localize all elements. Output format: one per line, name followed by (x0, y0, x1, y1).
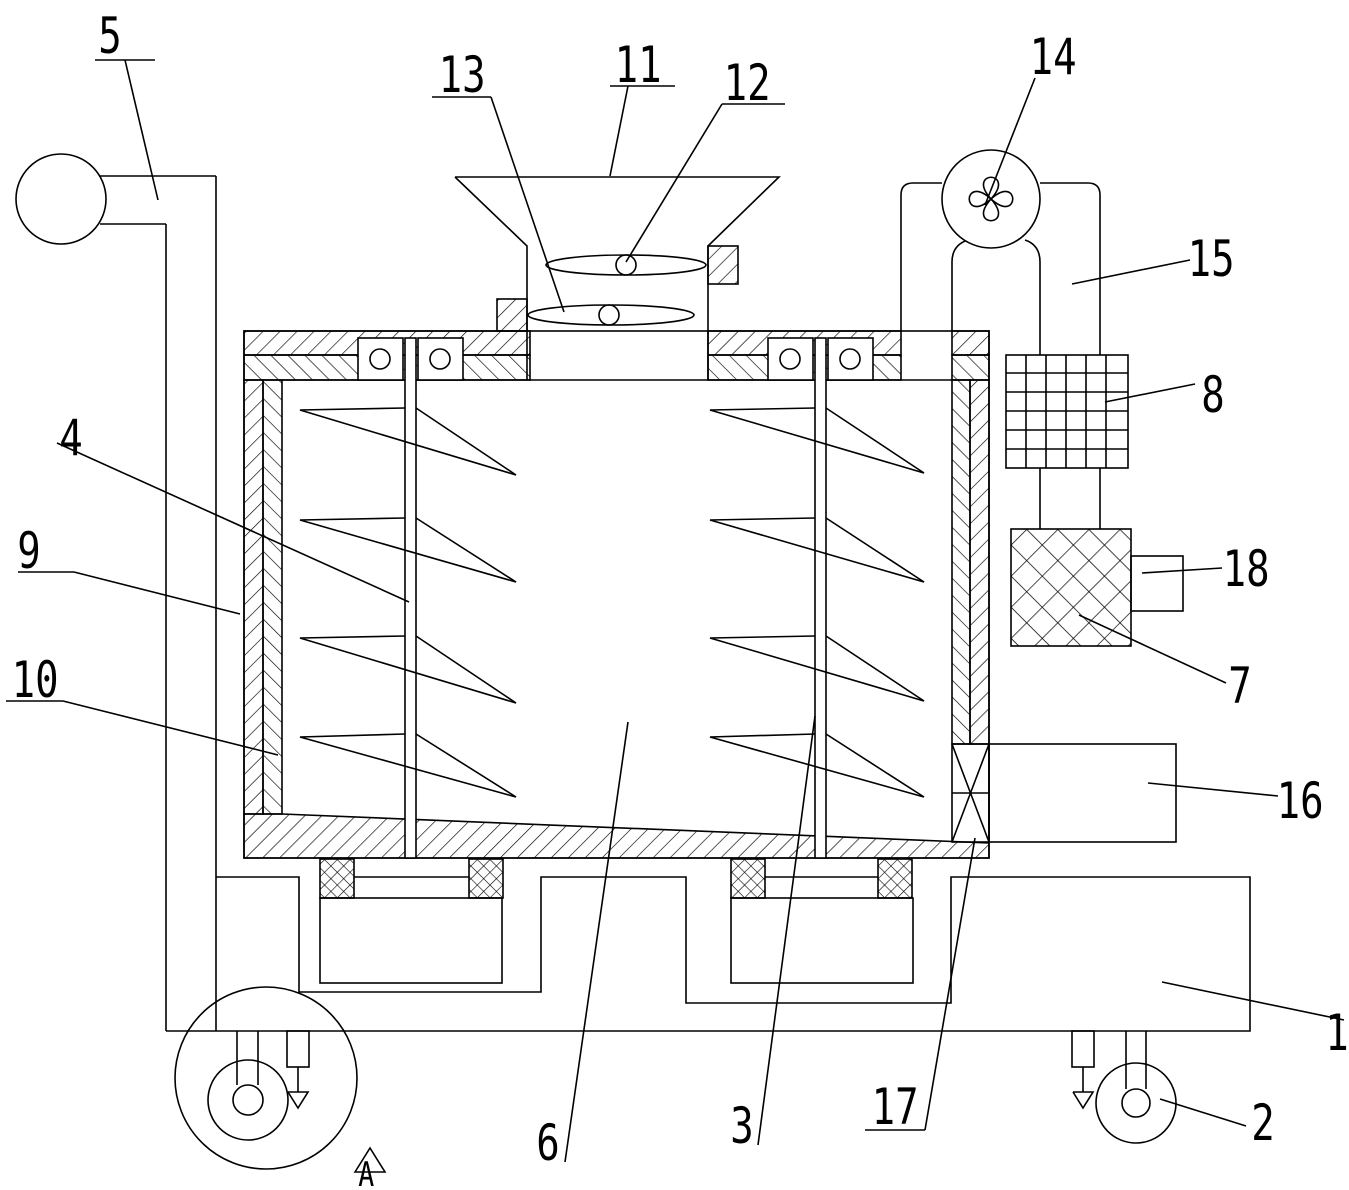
callout-3: 3 (730, 1096, 753, 1155)
callout-7: 7 (1228, 656, 1251, 715)
callout-labels: 1 2 3 4 5 6 7 8 9 10 11 12 13 14 15 16 1… (12, 6, 1349, 1190)
base-frame (166, 876, 1251, 1032)
callout-6: 6 (536, 1113, 559, 1172)
outlet-valve (951, 743, 1177, 843)
callout-15: 15 (1188, 229, 1235, 288)
pump-motor (15, 153, 107, 245)
callout-16: 16 (1277, 771, 1324, 830)
hopper (454, 176, 781, 380)
callout-2: 2 (1251, 1093, 1274, 1152)
detail-circle-a (174, 986, 358, 1170)
leader-lines (6, 59, 1345, 1163)
callout-17: 17 (872, 1077, 919, 1136)
callout-9: 9 (17, 521, 40, 580)
callout-18: 18 (1223, 539, 1270, 598)
callout-14: 14 (1030, 27, 1077, 86)
callout-8: 8 (1201, 365, 1224, 424)
callout-4: 4 (59, 408, 82, 467)
wheel-right (1071, 1030, 1177, 1144)
callout-a: A (358, 1156, 374, 1190)
callout-11: 11 (615, 35, 662, 94)
support-blocks (319, 858, 914, 984)
detail-arrow-a (353, 1146, 387, 1173)
callout-1: 1 (1325, 1003, 1348, 1062)
collector-box (988, 743, 1177, 843)
feed-pipe (15, 153, 217, 1031)
shaft-left (299, 337, 517, 859)
callout-10: 10 (12, 650, 59, 709)
tank (243, 330, 990, 859)
wheel-left (207, 1030, 310, 1141)
callout-5: 5 (98, 6, 121, 65)
callout-13: 13 (439, 45, 486, 104)
callout-12: 12 (724, 53, 771, 112)
shaft-right (709, 337, 925, 859)
exhaust-loop (900, 149, 1184, 647)
